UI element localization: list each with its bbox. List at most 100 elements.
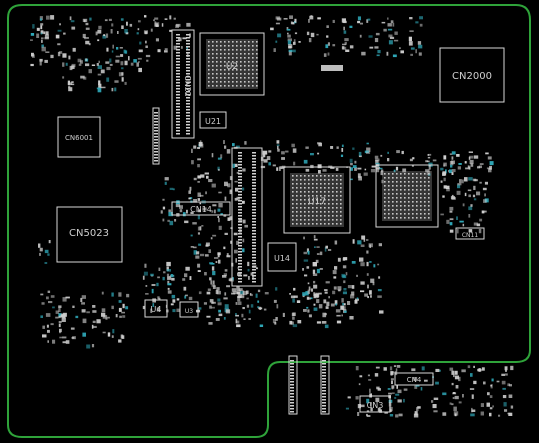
silk-pad <box>352 239 355 244</box>
component-cn22[interactable]: CN22 <box>171 29 195 139</box>
component-cn11[interactable]: CN11 <box>455 227 485 240</box>
component-u2[interactable]: U2 <box>199 32 265 96</box>
silk-pad <box>62 62 65 67</box>
bga-ball <box>332 179 334 181</box>
silk-pad <box>52 306 55 309</box>
silk-pad <box>483 210 487 213</box>
silk-pad <box>241 313 244 318</box>
connector-pin <box>238 260 242 262</box>
silk-pad <box>313 235 316 239</box>
silk-pad <box>469 155 474 159</box>
silk-pad <box>160 210 163 214</box>
silk-pad <box>393 365 397 367</box>
bga-ball <box>308 199 310 201</box>
silk-pad <box>412 157 415 160</box>
silk-pad <box>366 410 370 413</box>
silk-pad <box>36 27 40 31</box>
silk-pad <box>80 75 85 79</box>
bga-ball <box>236 45 238 47</box>
silk-pad <box>457 166 461 170</box>
bga-ball <box>232 81 234 83</box>
silk-pad <box>337 257 341 262</box>
silk-pad <box>498 414 501 417</box>
connector-center-vertical[interactable] <box>231 147 263 287</box>
connector-pin <box>176 43 180 45</box>
silk-pad <box>199 202 202 205</box>
silk-pad <box>338 289 341 292</box>
connector-pin <box>186 67 190 69</box>
bga-ball <box>328 203 330 205</box>
silk-pad <box>476 223 481 227</box>
silk-pad <box>110 29 113 34</box>
connector-pin <box>154 154 158 156</box>
connector-pin <box>238 251 242 253</box>
silk-pad <box>244 141 247 145</box>
silk-pad <box>377 295 382 298</box>
bga-ball <box>308 211 310 213</box>
silk-pad <box>171 274 175 278</box>
silk-pad <box>198 307 202 310</box>
silk-pad <box>454 370 458 375</box>
silk-pad <box>394 31 398 35</box>
connector-pin <box>176 106 180 108</box>
silk-pad <box>322 312 327 318</box>
silk-pad <box>350 178 353 181</box>
u17-label: U17 <box>308 197 326 207</box>
connector-bottom-left[interactable] <box>288 355 298 415</box>
silk-pad <box>461 179 464 184</box>
bga-ball <box>292 211 294 213</box>
silk-pad <box>414 411 418 416</box>
component-u14[interactable]: U14 <box>267 242 297 272</box>
silk-pad <box>276 304 279 309</box>
connector-pin <box>186 103 190 105</box>
component-u21[interactable]: U21 <box>199 111 227 129</box>
component-bga-right[interactable] <box>375 164 439 228</box>
silk-pad <box>356 297 359 300</box>
silk-pad <box>403 398 405 403</box>
silk-pad <box>325 245 328 249</box>
silk-pad <box>322 169 327 172</box>
connector-pin <box>176 115 180 117</box>
component-cn3[interactable]: CN3 <box>359 395 391 413</box>
component-u4[interactable]: U4 <box>144 299 168 318</box>
silk-pad <box>358 383 361 386</box>
component-cn4[interactable]: CN4 <box>394 372 434 386</box>
silk-pad <box>229 216 233 221</box>
connector-bottom-right[interactable] <box>320 355 330 415</box>
bga-ball <box>256 77 258 79</box>
silk-pad <box>217 216 219 218</box>
bga-ball <box>320 219 322 221</box>
component-u3[interactable]: U3 <box>179 301 199 318</box>
silk-pad <box>290 21 293 25</box>
silk-pad <box>126 21 128 26</box>
component-cn2000[interactable]: CN2000 <box>439 47 505 103</box>
bga-ball <box>328 191 330 193</box>
silk-pad <box>355 366 359 371</box>
bga-ball <box>400 177 402 179</box>
connector-pin <box>238 242 242 244</box>
connector-pin <box>322 393 326 395</box>
silk-pad <box>502 395 507 399</box>
bga-ball <box>208 69 210 71</box>
bga-ball <box>420 205 422 207</box>
silk-pad <box>72 336 76 340</box>
silk-pad <box>501 373 506 376</box>
bga-ball <box>424 213 426 215</box>
bga-ball <box>328 179 330 181</box>
bga-ball <box>236 73 238 75</box>
component-u17[interactable]: U17 <box>283 166 351 234</box>
component-cn14[interactable]: CN14 <box>171 201 231 216</box>
silk-pad <box>313 238 318 241</box>
component-cn6001[interactable]: CN6001 <box>57 116 101 158</box>
silk-pad <box>40 315 43 318</box>
silk-pad <box>193 250 197 255</box>
bga-ball <box>292 175 294 177</box>
silk-pad <box>235 302 238 305</box>
bga-ball <box>256 61 258 63</box>
silk-pad <box>218 259 221 264</box>
connector-left-strip[interactable] <box>152 107 160 165</box>
silk-pad <box>440 180 443 183</box>
silk-pad <box>327 52 330 56</box>
component-cn5023[interactable]: CN5023 <box>56 206 123 263</box>
bga-ball <box>404 185 406 187</box>
